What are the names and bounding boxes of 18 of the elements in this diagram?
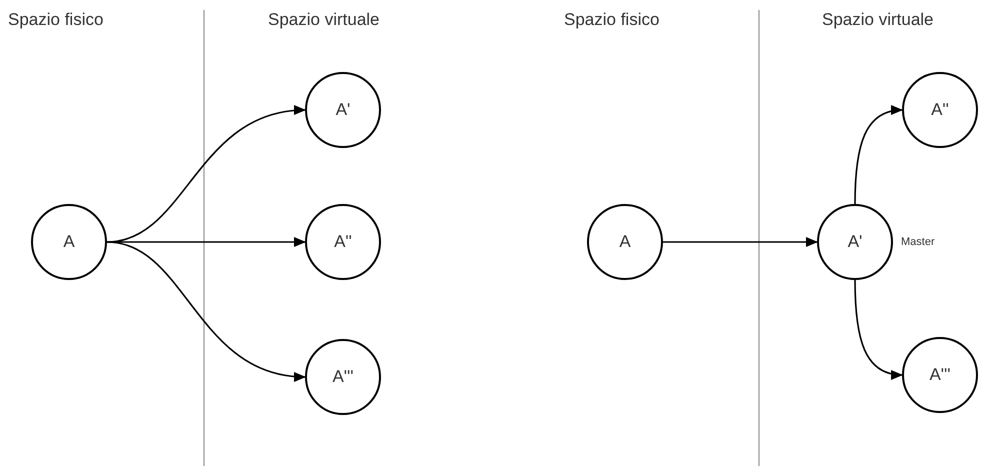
section-heading: Spazio virtuale <box>822 10 934 30</box>
node-label: A''' <box>929 364 951 386</box>
arrow <box>854 106 903 204</box>
section-heading: Spazio virtuale <box>268 10 380 30</box>
arrow <box>106 241 306 381</box>
section-heading: Spazio fisico <box>564 10 660 30</box>
node-caption: Master <box>901 235 935 250</box>
arrow <box>107 237 306 247</box>
node-label: A'' <box>334 231 352 254</box>
arrow <box>663 237 818 247</box>
section-heading: Spazio fisico <box>8 10 104 30</box>
node-label: A' <box>336 99 350 122</box>
node-label: A''' <box>332 366 354 388</box>
arrow <box>854 280 903 380</box>
node-label: A <box>63 231 75 254</box>
node-label: A'' <box>931 99 949 122</box>
node-label: A' <box>848 231 862 254</box>
node-label: A <box>619 231 631 254</box>
